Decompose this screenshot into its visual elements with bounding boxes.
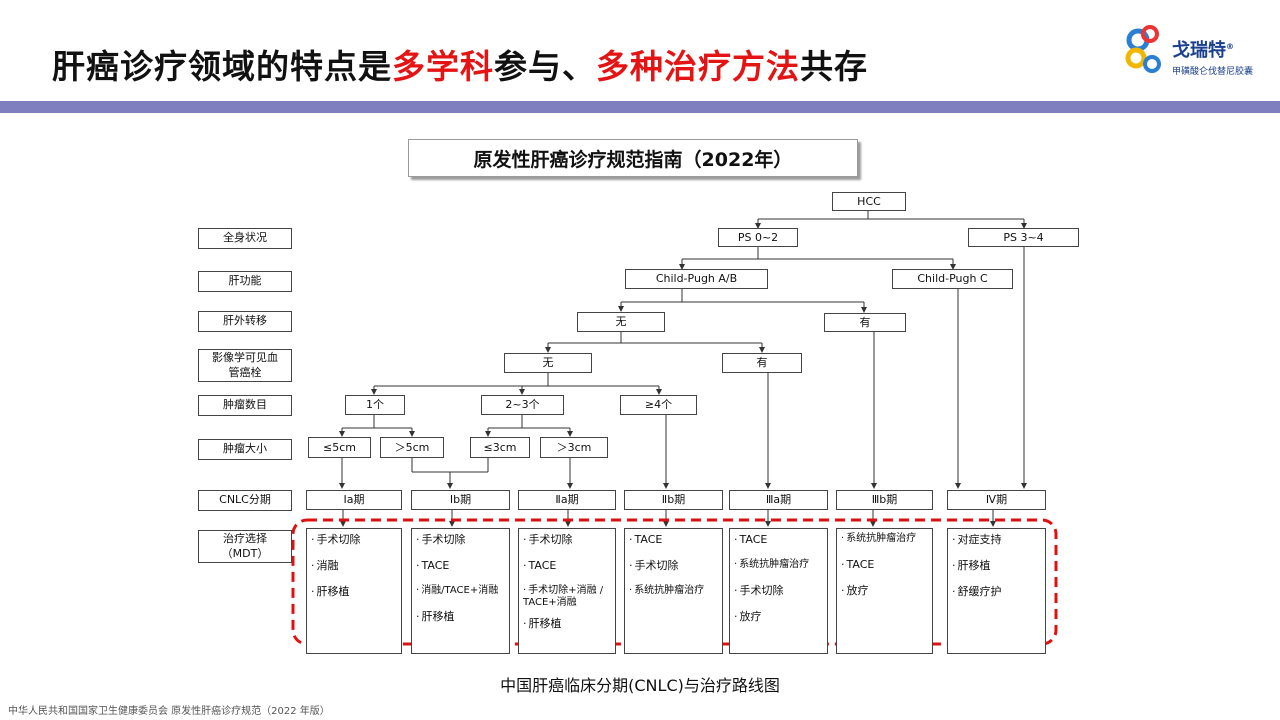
treatment-item: 肝移植 <box>416 610 505 623</box>
treatment-item: 舒缓疗护 <box>952 585 1041 598</box>
node-size-le3: ≤3cm <box>470 437 530 458</box>
treatment-list-iia: 手术切除 TACE 手术切除+消融 / TACE+消融 肝移植 <box>518 528 616 654</box>
node-child-pugh-ab: Child-Pugh A/B <box>625 269 768 289</box>
treatment-item: 肝移植 <box>952 559 1041 572</box>
stage-iiia: Ⅲa期 <box>729 490 828 510</box>
mdt-dashed-highlight <box>291 518 1058 646</box>
treatment-item: 手术切除 <box>523 533 611 546</box>
stage-iib: Ⅱb期 <box>624 490 723 510</box>
brand-subtitle: 甲磺酸仑伐替尼胶囊 <box>1172 67 1254 77</box>
node-vascular-yes: 有 <box>722 353 802 373</box>
node-tumor-count-1: 1个 <box>345 395 405 415</box>
node-metastasis-yes: 有 <box>824 313 906 332</box>
row-label-tumor-size: 肿瘤大小 <box>198 439 292 460</box>
treatment-list-ia: 手术切除 消融 肝移植 <box>306 528 402 654</box>
treatment-item: 手术切除 <box>416 533 505 546</box>
brand-logo-icon <box>1125 25 1161 73</box>
node-vascular-no: 无 <box>504 353 592 373</box>
treatment-item: 系统抗肿瘤治疗 <box>734 559 823 571</box>
treatment-item: 系统抗肿瘤治疗 <box>841 533 928 545</box>
node-child-pugh-c: Child-Pugh C <box>892 269 1013 289</box>
row-label-vascular-invasion: 影像学可见血管癌栓 <box>198 349 292 382</box>
node-metastasis-no: 无 <box>577 312 665 332</box>
stage-ia: Ⅰa期 <box>306 490 402 510</box>
node-size-gt3: ＞3cm <box>540 437 608 458</box>
treatment-item: 手术切除 <box>311 533 397 546</box>
treatment-item: TACE <box>734 533 823 546</box>
node-tumor-count-2-3: 2~3个 <box>481 395 564 415</box>
source-citation: 中华人民共和国国家卫生健康委员会 原发性肝癌诊疗规范（2022 年版） <box>8 706 330 717</box>
treatment-item: 手术切除+消融 / TACE+消融 <box>523 585 611 609</box>
treatment-item: 放疗 <box>734 610 823 623</box>
node-ps-3-4: PS 3~4 <box>968 228 1079 247</box>
treatment-item: 系统抗肿瘤治疗 <box>629 585 718 597</box>
stage-iiib: Ⅲb期 <box>836 490 933 510</box>
page-title: 肝癌诊疗领域的特点是多学科参与、多种治疗方法共存 <box>52 47 868 86</box>
brand-name: 戈瑞特® <box>1172 40 1234 61</box>
treatment-list-iiia: TACE 系统抗肿瘤治疗 手术切除 放疗 <box>729 528 828 654</box>
stage-ib: Ⅰb期 <box>411 490 510 510</box>
treatment-item: 消融/TACE+消融 <box>416 585 505 597</box>
treatment-item: 放疗 <box>841 584 928 597</box>
guide-title-box: 原发性肝癌诊疗规范指南（2022年） <box>408 139 858 177</box>
row-label-treatment-choice: 治疗选择（MDT） <box>198 530 292 563</box>
node-hcc: HCC <box>832 192 906 211</box>
node-size-le5: ≤5cm <box>308 437 371 458</box>
treatment-item: 手术切除 <box>629 559 718 572</box>
node-size-gt5: ＞5cm <box>380 437 444 458</box>
node-ps-0-2: PS 0~2 <box>718 228 798 247</box>
treatment-list-iv: 对症支持 肝移植 舒缓疗护 <box>947 528 1046 654</box>
row-label-extrahepatic-metastasis: 肝外转移 <box>198 311 292 332</box>
row-label-general-status: 全身状况 <box>198 228 292 249</box>
treatment-item: 肝移植 <box>523 617 611 630</box>
row-label-cnlc-stage: CNLC分期 <box>198 490 292 511</box>
treatment-item: TACE <box>629 533 718 546</box>
treatment-item: 消融 <box>311 559 397 572</box>
treatment-item: TACE <box>523 559 611 572</box>
treatment-list-iiib: 系统抗肿瘤治疗 TACE 放疗 <box>836 528 933 654</box>
diagram-caption: 中国肝癌临床分期(CNLC)与治疗路线图 <box>500 676 780 695</box>
row-label-tumor-number: 肿瘤数目 <box>198 395 292 416</box>
stage-iv: Ⅳ期 <box>947 490 1046 510</box>
treatment-list-iib: TACE 手术切除 系统抗肿瘤治疗 <box>624 528 723 654</box>
treatment-item: TACE <box>416 559 505 572</box>
row-label-liver-function: 肝功能 <box>198 271 292 292</box>
treatment-item: 对症支持 <box>952 533 1041 546</box>
node-tumor-count-4-plus: ≥4个 <box>620 395 697 415</box>
treatment-item: 肝移植 <box>311 585 397 598</box>
header-divider-bar <box>0 101 1280 113</box>
stage-iia: Ⅱa期 <box>518 490 616 510</box>
treatment-list-ib: 手术切除 TACE 消融/TACE+消融 肝移植 <box>411 528 510 654</box>
treatment-item: 手术切除 <box>734 584 823 597</box>
treatment-item: TACE <box>841 558 928 571</box>
